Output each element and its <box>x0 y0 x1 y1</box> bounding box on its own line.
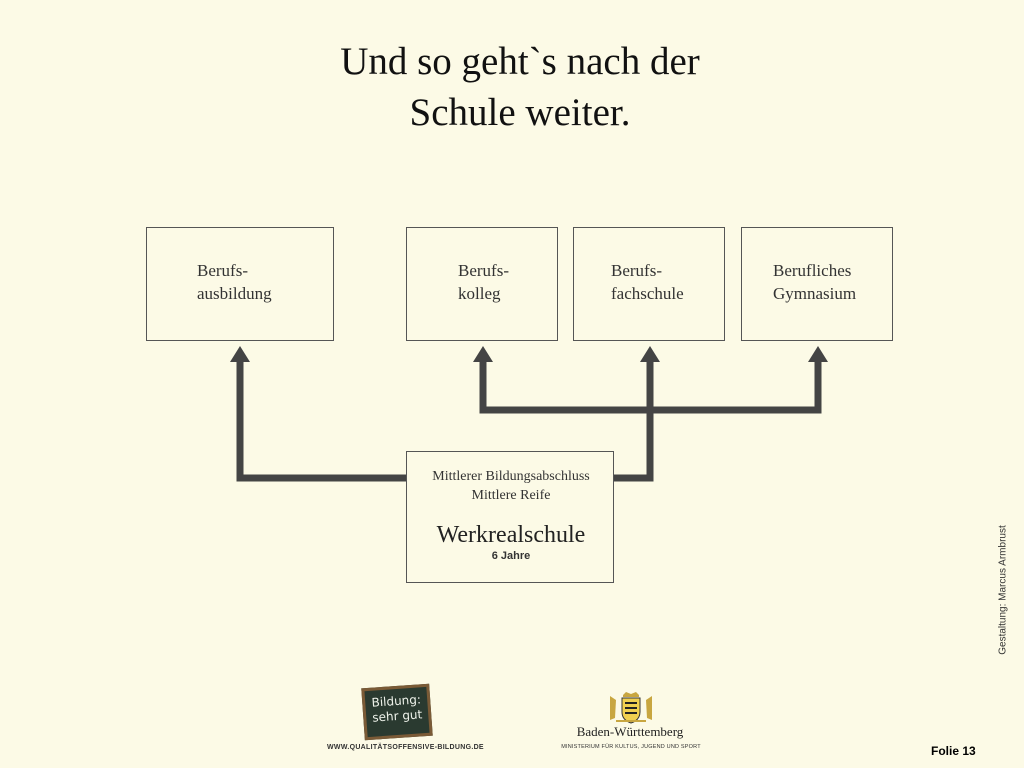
box-berufsausbildung: Berufs- ausbildung <box>146 227 334 341</box>
design-credit: Gestaltung: Marcus Armbrust <box>997 525 1009 655</box>
coat-of-arms-icon <box>610 692 652 724</box>
box-label: Berufs- ausbildung <box>197 259 272 305</box>
label-line: Berufs- <box>197 261 248 280</box>
box-berufliches-gymnasium: Berufliches Gymnasium <box>741 227 893 341</box>
arrowhead-berufsfachschule <box>640 346 660 362</box>
connector-to-berufsausbildung <box>236 358 406 482</box>
website-link[interactable]: WWW.QUALITÄTSOFFENSIVE-BILDUNG.DE <box>327 744 484 751</box>
ministry-name: MINISTERIUM FÜR KULTUS, JUGEND UND SPORT <box>561 744 701 750</box>
box-label: Berufs- fachschule <box>611 259 684 305</box>
title-line-2: Schule weiter. <box>409 91 631 134</box>
label-line: kolleg <box>458 284 501 303</box>
label-line: Gymnasium <box>773 284 857 303</box>
label-line: Berufs- <box>458 261 509 280</box>
state-name: Baden-Württemberg <box>576 724 684 739</box>
label-line: Berufliches <box>773 261 852 280</box>
box-label: Berufs- kolleg <box>458 259 509 305</box>
box-werkrealschule: Mittlerer Bildungsabschluss Mittlere Rei… <box>406 451 614 583</box>
arrowhead-berufsausbildung <box>230 346 250 362</box>
qualification-label: Mittlerer Bildungsabschluss Mittlere Rei… <box>407 467 615 505</box>
label-line: Berufs- <box>611 261 662 280</box>
qualification-line: Mittlerer Bildungsabschluss <box>432 469 590 484</box>
qualification-line: Mittlere Reife <box>471 488 551 503</box>
box-label: Berufliches Gymnasium <box>773 259 856 305</box>
box-berufsfachschule: Berufs- fachschule <box>573 227 725 341</box>
box-berufskolleg: Berufs- kolleg <box>406 227 558 341</box>
connector-to-fachschule-branch <box>614 358 654 482</box>
chalkboard-logo: Bildung: sehr gut <box>361 683 433 741</box>
arrowhead-berufliches-gymnasium <box>808 346 828 362</box>
title-line-1: Und so geht`s nach der <box>340 40 700 83</box>
school-duration: 6 Jahre <box>491 550 531 562</box>
slide-number: Folie 13 <box>931 744 976 758</box>
chalk-line: sehr gut <box>371 707 423 725</box>
school-name: Werkrealschule <box>436 522 586 548</box>
label-line: ausbildung <box>197 284 272 303</box>
connector-branch-kolleg-gymnasium <box>479 358 822 414</box>
arrowhead-berufskolleg <box>473 346 493 362</box>
label-line: fachschule <box>611 284 684 303</box>
slide-title: Und so geht`s nach der Schule weiter. <box>0 36 1024 138</box>
